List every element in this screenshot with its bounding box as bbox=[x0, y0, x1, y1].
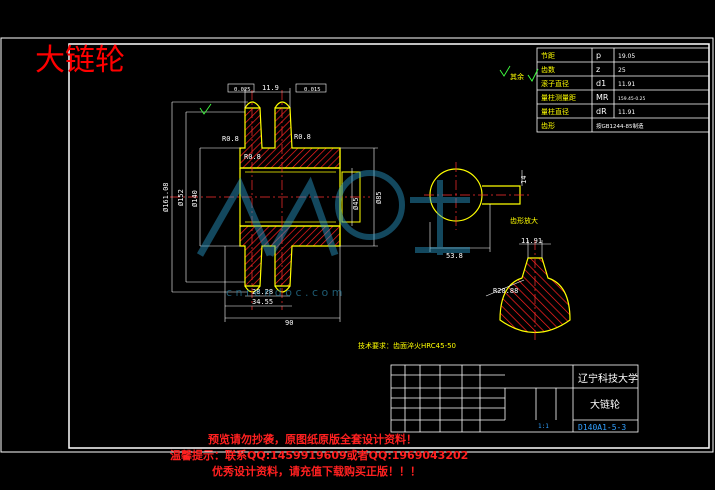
dim-r08-b: R0.8 bbox=[294, 133, 311, 141]
outer-frame bbox=[0, 37, 714, 453]
drawing-number: D140A1-5-3 bbox=[578, 423, 626, 432]
promo-line-1: 预览请勿抄袭，原图纸原版全套设计资料！ bbox=[208, 432, 417, 446]
param-symbol: z bbox=[596, 65, 600, 74]
drawing-title: 大链轮 bbox=[35, 43, 125, 78]
dim-len-90: 90 bbox=[285, 319, 293, 327]
param-label: 齿数 bbox=[541, 65, 555, 74]
watermark bbox=[196, 170, 470, 257]
param-symbol: MR bbox=[596, 93, 609, 102]
dim-d140: Ø140 bbox=[191, 190, 199, 207]
tooth-detail bbox=[485, 240, 571, 340]
dim-d152: Ø152 bbox=[177, 189, 185, 206]
watermark-site: c n r e n d o c . c o m bbox=[226, 286, 343, 299]
param-table bbox=[536, 47, 710, 133]
tol-b: 0.015 bbox=[304, 87, 321, 93]
dim-d45: Ø45 bbox=[352, 197, 360, 210]
promo-line-3: 优秀设计资料，请充值下载购买正版！！！ bbox=[212, 464, 421, 478]
param-value: 11.91 bbox=[618, 81, 635, 88]
detail-radius: R20.88 bbox=[493, 287, 518, 295]
param-value: 按GB1244-85制造 bbox=[596, 122, 644, 130]
title-block bbox=[390, 364, 639, 433]
tol-a: 0.025 bbox=[234, 87, 251, 93]
param-value: 159.45-0.25 bbox=[618, 96, 646, 102]
param-label: 齿形 bbox=[541, 122, 555, 130]
param-symbol: d1 bbox=[596, 79, 606, 88]
scale: 1:1 bbox=[538, 423, 549, 430]
dim-key-width: 14 bbox=[520, 176, 528, 184]
param-value: 25 bbox=[618, 67, 626, 74]
dim-d85: Ø85 bbox=[375, 191, 383, 204]
roughness-note: 其余 bbox=[510, 72, 524, 81]
school-name: 辽宁科技大学 bbox=[578, 372, 638, 385]
roughness-mark-b bbox=[499, 65, 511, 77]
param-value: 19.05 bbox=[618, 53, 635, 60]
param-label: 滚子直径 bbox=[541, 79, 569, 88]
param-label: 量柱直径 bbox=[541, 107, 569, 116]
tech-requirements: 技术要求：齿面淬火HRC45-50 bbox=[358, 341, 456, 350]
inner-frame bbox=[68, 43, 710, 449]
detail-label: 齿形放大 bbox=[510, 216, 538, 225]
promo-line-2: 温馨提示：联系QQ:1459919609或者QQ:1969043202 bbox=[170, 448, 468, 462]
dim-d161: Ø161.08 bbox=[162, 182, 170, 212]
roughness-symbol bbox=[527, 68, 539, 82]
dim-r08-c: R0.8 bbox=[244, 153, 261, 161]
param-label: 量柱测量距 bbox=[541, 93, 576, 102]
param-symbol: p bbox=[596, 51, 601, 60]
dim-hub-len: 28.28 bbox=[252, 288, 273, 296]
hub-end-view bbox=[424, 162, 530, 252]
param-label: 节距 bbox=[541, 52, 555, 60]
param-symbol: dR bbox=[596, 107, 607, 116]
dim-key-depth: 53.8 bbox=[446, 252, 463, 260]
dim-len-34: 34.55 bbox=[252, 298, 273, 306]
param-value: 11.91 bbox=[618, 109, 635, 116]
roughness-mark-a bbox=[199, 103, 212, 115]
tolerance-frames bbox=[227, 83, 327, 93]
dim-r08-a: R0.8 bbox=[222, 135, 239, 143]
dim-width-top: 11.9 bbox=[262, 84, 279, 92]
detail-dim: 11.91 bbox=[521, 237, 542, 245]
part-name: 大链轮 bbox=[590, 398, 620, 411]
